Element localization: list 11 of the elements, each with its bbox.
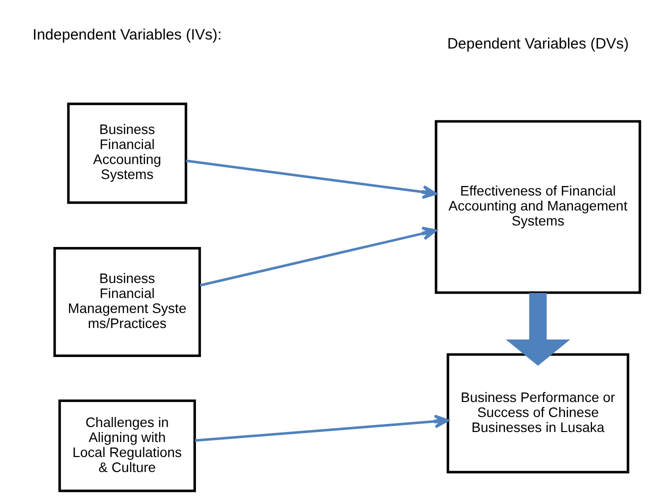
label: Independent Variables (IVs):: [32, 26, 222, 44]
node-box: Business Financial Management Systems/Practices: [53, 247, 201, 358]
node-box: Effectiveness of Financial Accounting and Management Systems: [434, 120, 642, 294]
arrow: [186, 160, 437, 199]
node-box: Business Performance or Success of Chinese Businesses in Lusaka: [446, 353, 630, 474]
label: Dependent Variables (DVs): [447, 35, 629, 52]
arrow: [194, 414, 449, 442]
node-box: Challenges in Aligning with Local Regulations & Culture: [58, 400, 196, 492]
arrow: [200, 226, 437, 287]
node-box: Business Financial Accounting Systems: [67, 102, 188, 204]
arrow: [506, 292, 570, 366]
